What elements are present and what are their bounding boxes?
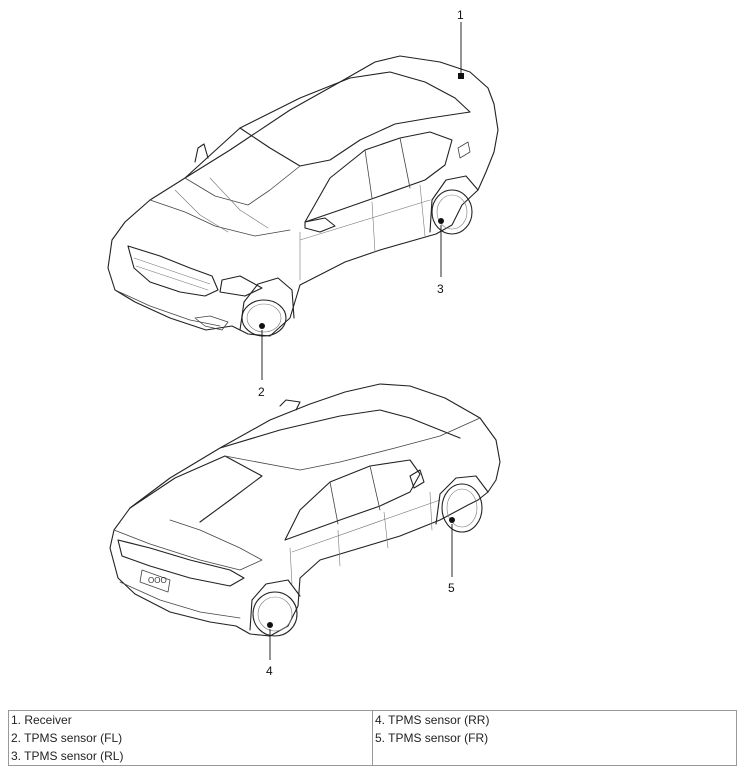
- legend-item-tpms-fl: 2. TPMS sensor (FL): [11, 731, 123, 745]
- legend-table: 1. Receiver 2. TPMS sensor (FL) 3. TPMS …: [8, 710, 737, 766]
- callout-4-tpms-rr: 4: [266, 622, 273, 678]
- legend-item-tpms-rl: 3. TPMS sensor (RL): [11, 749, 124, 763]
- legend-column-right: 4. TPMS sensor (RR) 5. TPMS sensor (FR): [372, 710, 737, 766]
- callout-2-tpms-fl: 2: [258, 323, 265, 399]
- car-rear-view: OOO: [109, 383, 501, 637]
- callout-5-tpms-fr: 5: [448, 517, 455, 595]
- car-front-view: [107, 55, 499, 337]
- legend-row: 1. Receiver 2. TPMS sensor (FL) 3. TPMS …: [8, 710, 737, 766]
- tpms-location-diagram: 1 2 3 OOO: [107, 8, 501, 678]
- svg-text:OOO: OOO: [148, 576, 167, 585]
- legend-item-tpms-fr: 5. TPMS sensor (FR): [375, 731, 489, 745]
- callout-1-receiver: 1: [457, 8, 464, 79]
- legend-column-left: 1. Receiver 2. TPMS sensor (FL) 3. TPMS …: [8, 710, 373, 766]
- callout-number: 2: [258, 385, 265, 399]
- callout-3-tpms-rl: 3: [437, 218, 444, 296]
- callout-number: 4: [266, 664, 273, 678]
- legend-item-tpms-rr: 4. TPMS sensor (RR): [375, 713, 490, 727]
- callout-number: 3: [437, 282, 444, 296]
- legend-item-receiver: 1. Receiver: [11, 713, 72, 727]
- callout-number: 1: [457, 8, 464, 22]
- callout-number: 5: [448, 581, 455, 595]
